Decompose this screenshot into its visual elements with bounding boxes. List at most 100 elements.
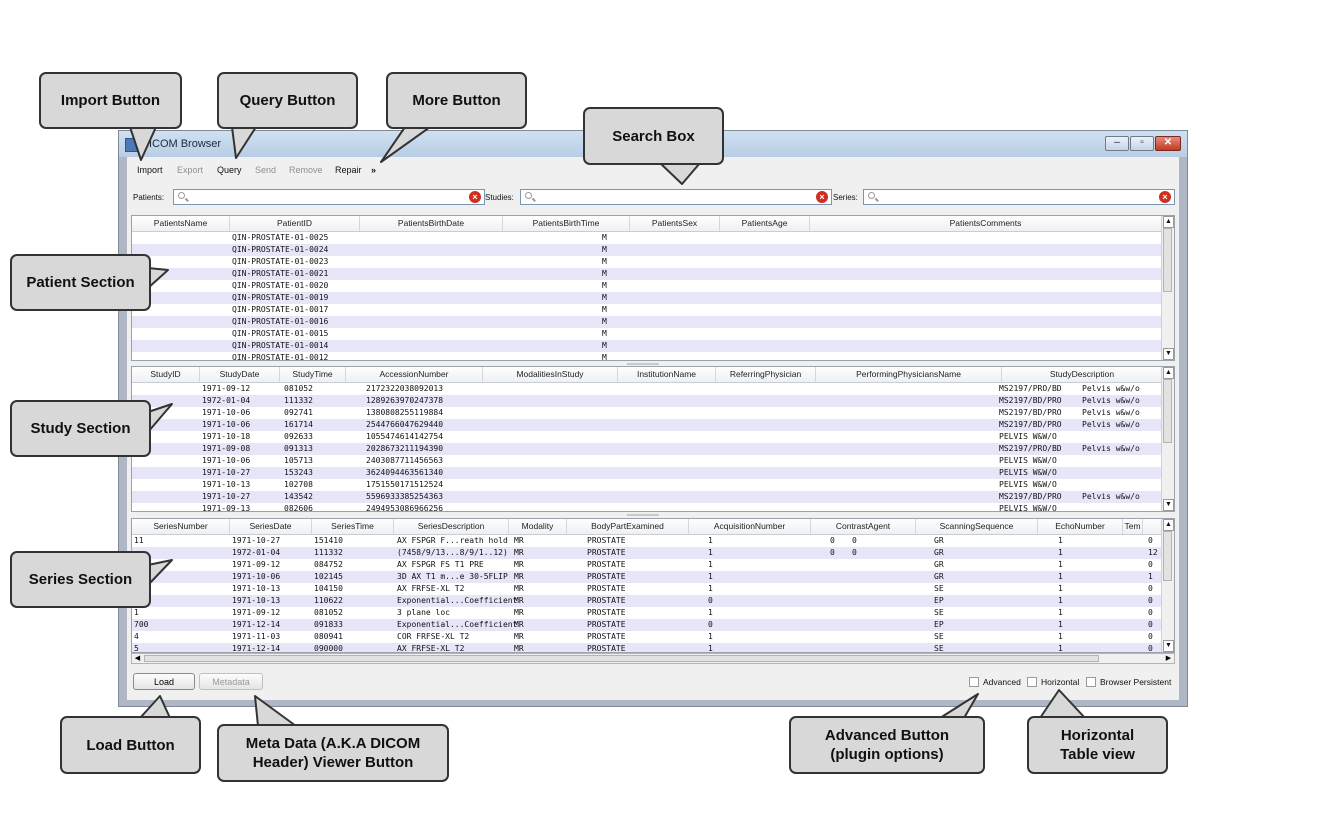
column-header[interactable]: ModalitiesInStudy xyxy=(483,367,618,382)
column-header[interactable]: AcquisitionNumber xyxy=(689,519,811,534)
column-header[interactable]: InstitutionName xyxy=(618,367,716,382)
column-header[interactable]: PatientsBirthDate xyxy=(360,216,503,231)
scroll-up-icon[interactable]: ▲ xyxy=(1163,519,1174,531)
column-header[interactable]: SeriesDate xyxy=(230,519,312,534)
column-header[interactable]: BodyPartExamined xyxy=(567,519,689,534)
close-button[interactable]: ✕ xyxy=(1155,136,1181,151)
load-button[interactable]: Load xyxy=(133,673,195,690)
metadata-button[interactable]: Metadata xyxy=(199,673,263,690)
scroll-thumb[interactable] xyxy=(1163,379,1172,443)
send-button[interactable]: Send xyxy=(255,165,277,175)
column-header[interactable]: SeriesDescription xyxy=(394,519,509,534)
splitter-handle[interactable] xyxy=(627,514,659,516)
studies-vertical-scrollbar[interactable]: ▲ ▼ xyxy=(1161,367,1174,511)
scroll-down-icon[interactable]: ▼ xyxy=(1163,640,1174,652)
column-header[interactable]: StudyTime xyxy=(280,367,346,382)
splitter-handle[interactable] xyxy=(627,363,659,365)
series-vertical-scrollbar[interactable]: ▲ ▼ xyxy=(1161,519,1174,652)
column-header[interactable]: StudyDate xyxy=(200,367,280,382)
series-horizontal-scrollbar[interactable]: ◀ ▶ xyxy=(131,653,1175,664)
studies-search-input[interactable] xyxy=(520,189,832,205)
column-header[interactable]: EchoNumber xyxy=(1038,519,1123,534)
column-header[interactable]: PerformingPhysiciansName xyxy=(816,367,1002,382)
query-button[interactable]: Query xyxy=(217,165,242,175)
scroll-down-icon[interactable]: ▼ xyxy=(1163,348,1174,360)
scroll-up-icon[interactable]: ▲ xyxy=(1163,367,1174,379)
series-clear-icon[interactable]: × xyxy=(1159,191,1171,203)
column-header[interactable]: Modality xyxy=(509,519,567,534)
scroll-up-icon[interactable]: ▲ xyxy=(1163,216,1174,228)
studies-clear-icon[interactable]: × xyxy=(816,191,828,203)
repair-button[interactable]: Repair xyxy=(335,165,362,175)
scroll-thumb[interactable] xyxy=(1163,531,1172,581)
maximize-button[interactable]: ▫ xyxy=(1130,136,1154,151)
scroll-thumb[interactable] xyxy=(1163,228,1172,292)
remove-button[interactable]: Remove xyxy=(289,165,323,175)
series-search-input[interactable] xyxy=(863,189,1175,205)
minimize-button[interactable]: – xyxy=(1105,136,1129,151)
column-header[interactable]: SeriesTime xyxy=(312,519,394,534)
column-header[interactable]: ReferringPhysician xyxy=(716,367,816,382)
column-header[interactable]: PatientsName xyxy=(132,216,230,231)
column-header[interactable]: AccessionNumber xyxy=(346,367,483,382)
column-header[interactable]: SeriesNumber xyxy=(132,519,230,534)
browser-persistent-checkbox[interactable] xyxy=(1086,677,1096,687)
scroll-left-icon[interactable]: ◀ xyxy=(134,655,141,662)
scroll-right-icon[interactable]: ▶ xyxy=(1165,655,1172,662)
export-button[interactable]: Export xyxy=(177,165,204,175)
column-header[interactable]: PatientsBirthTime xyxy=(503,216,630,231)
import-button[interactable]: Import xyxy=(137,165,163,175)
horizontal-checkbox[interactable] xyxy=(1027,677,1037,687)
column-header[interactable]: Tem xyxy=(1123,519,1143,534)
horizontal-scroll-thumb[interactable] xyxy=(144,655,1099,662)
patients-vertical-scrollbar[interactable]: ▲ ▼ xyxy=(1161,216,1174,360)
patients-clear-icon[interactable]: × xyxy=(469,191,481,203)
scroll-down-icon[interactable]: ▼ xyxy=(1163,499,1174,511)
advanced-checkbox[interactable] xyxy=(969,677,979,687)
column-header[interactable]: StudyID xyxy=(132,367,200,382)
more-button[interactable]: » xyxy=(371,165,377,175)
patients-search-input[interactable] xyxy=(173,189,485,205)
column-header[interactable]: ContrastAgent xyxy=(811,519,916,534)
column-header[interactable]: PatientID xyxy=(230,216,360,231)
column-header[interactable]: ScanningSequence xyxy=(916,519,1038,534)
column-header[interactable]: PatientsAge xyxy=(720,216,810,231)
column-header[interactable]: PatientsSex xyxy=(630,216,720,231)
